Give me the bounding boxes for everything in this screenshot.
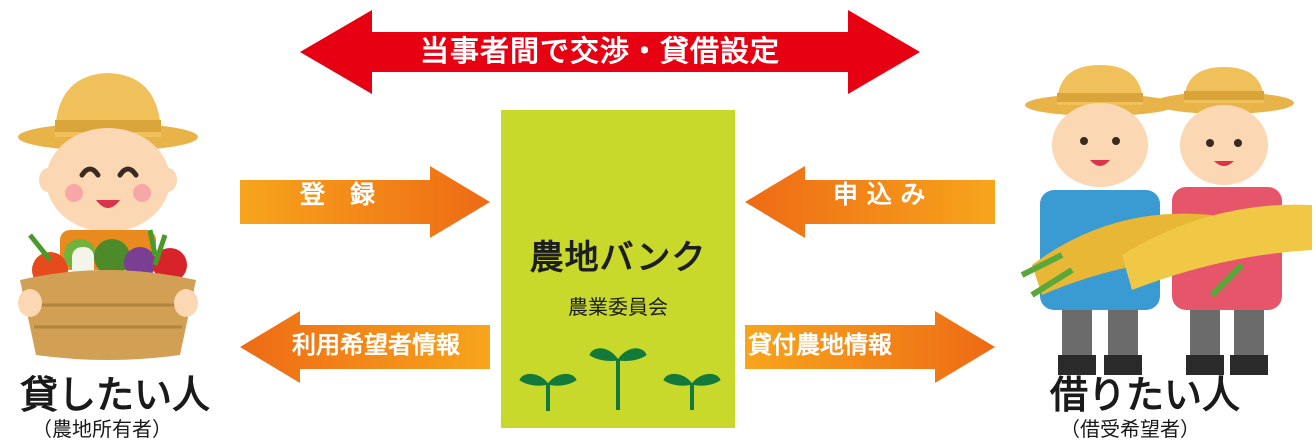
register-label: 登 録 bbox=[300, 180, 376, 209]
borrower-farmers-illustration bbox=[1020, 65, 1312, 375]
register-arrow bbox=[240, 166, 490, 238]
land-info-arrow bbox=[745, 311, 995, 383]
user-info-arrow bbox=[240, 311, 490, 383]
borrower-sublabel: （借受希望者） bbox=[1060, 417, 1200, 441]
sprout-icons bbox=[519, 348, 721, 411]
apply-arrow bbox=[745, 166, 995, 238]
lender-farmer-illustration bbox=[18, 73, 198, 360]
user-info-label: 利用希望者情報 bbox=[292, 331, 460, 359]
lender-label: 貸したい人 bbox=[20, 373, 211, 417]
lender-sublabel: （農地所有者） bbox=[32, 417, 172, 441]
apply-label: 申 込 み bbox=[833, 180, 926, 209]
land-info-label: 貸付農地情報 bbox=[748, 331, 892, 359]
negotiation-label: 当事者間で交渉・貸借設定 bbox=[420, 34, 781, 68]
borrower-label: 借りたい人 bbox=[1050, 373, 1241, 417]
farmland-bank-box: 農地バンク 農業委員会 bbox=[501, 110, 735, 428]
farmland-bank-subtitle: 農業委員会 bbox=[568, 295, 668, 319]
farmland-bank-title: 農地バンク bbox=[529, 238, 707, 278]
negotiation-double-arrow bbox=[300, 10, 920, 94]
